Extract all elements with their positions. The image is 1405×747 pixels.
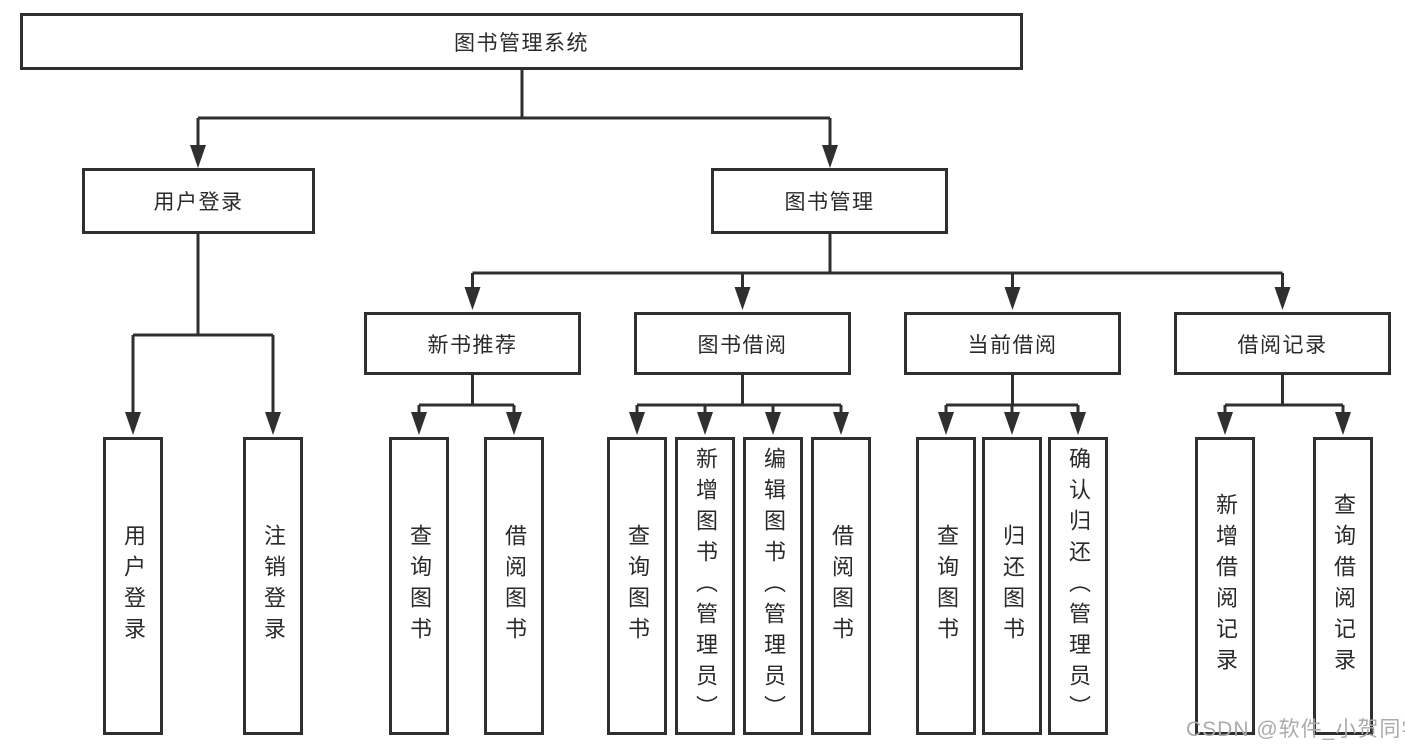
leaf-logout-label: 注销登录 [261,524,286,648]
node-root: 图书管理系统 [20,13,1023,70]
node-current-borrow: 当前借阅 [904,312,1121,375]
connector-root [196,70,832,150]
leaf-borrow-books-label: 借阅图书 [829,524,854,648]
node-borrow-records-label: 借阅记录 [1237,333,1328,357]
node-new-book-rec-label: 新书推荐 [427,333,518,357]
leaf-borrow-books-rec-label: 借阅图书 [502,524,527,648]
node-book-mgmt: 图书管理 [711,168,948,234]
node-borrow-records: 借阅记录 [1174,312,1391,375]
leaf-add-borrow-record-label: 新增借阅记录 [1213,493,1238,679]
leaf-query-books-rec-label: 查询图书 [407,524,432,648]
leaf-borrow-books: 借阅图书 [811,437,871,735]
leaf-edit-book-admin: 编辑图书（管理员） [743,437,803,735]
node-book-borrow: 图书借阅 [634,312,851,375]
arrowheads [125,145,1351,435]
leaf-confirm-return-admin-label: 确认归还（管理员） [1066,446,1091,726]
leaf-add-book-admin-label: 新增图书（管理员） [693,446,718,726]
watermark: CSDN @软件_小贺同学 [1186,718,1405,741]
leaf-confirm-return-admin: 确认归还（管理员） [1048,437,1108,735]
node-root-label: 图书管理系统 [454,31,589,55]
leaf-query-borrow-record: 查询借阅记录 [1313,437,1373,735]
node-book-borrow-label: 图书借阅 [697,333,788,357]
leaf-query-borrow-record-label: 查询借阅记录 [1331,493,1356,679]
leaf-return-book-label: 归还图书 [1000,524,1025,648]
leaf-user-login: 用户登录 [103,437,163,735]
node-current-borrow-label: 当前借阅 [967,333,1058,357]
leaf-user-login-label: 用户登录 [121,524,146,648]
node-user-login-label: 用户登录 [153,191,244,214]
leaf-query-books-rec: 查询图书 [389,437,449,735]
leaf-query-books-current-label: 查询图书 [934,524,959,648]
node-new-book-rec: 新书推荐 [364,312,581,375]
leaf-query-books-borrow: 查询图书 [607,437,667,735]
connector-borrow-records [1223,375,1345,416]
node-book-mgmt-label: 图书管理 [784,191,875,214]
leaf-add-book-admin: 新增图书（管理员） [675,437,735,735]
leaf-logout: 注销登录 [243,437,303,735]
connector-user-login [131,234,275,415]
leaf-add-borrow-record: 新增借阅记录 [1195,437,1255,735]
leaf-query-books-borrow-label: 查询图书 [625,524,650,648]
leaf-edit-book-admin-label: 编辑图书（管理员） [761,446,786,726]
node-user-login: 用户登录 [82,168,315,234]
connector-book-borrow [635,375,843,416]
leaf-borrow-books-rec: 借阅图书 [484,437,544,735]
connector-new-book [417,375,516,416]
leaf-query-books-current: 查询图书 [916,437,976,735]
connector-book-mgmt [471,234,1284,290]
leaf-return-book: 归还图书 [982,437,1042,735]
connector-current-borrow [944,375,1080,416]
